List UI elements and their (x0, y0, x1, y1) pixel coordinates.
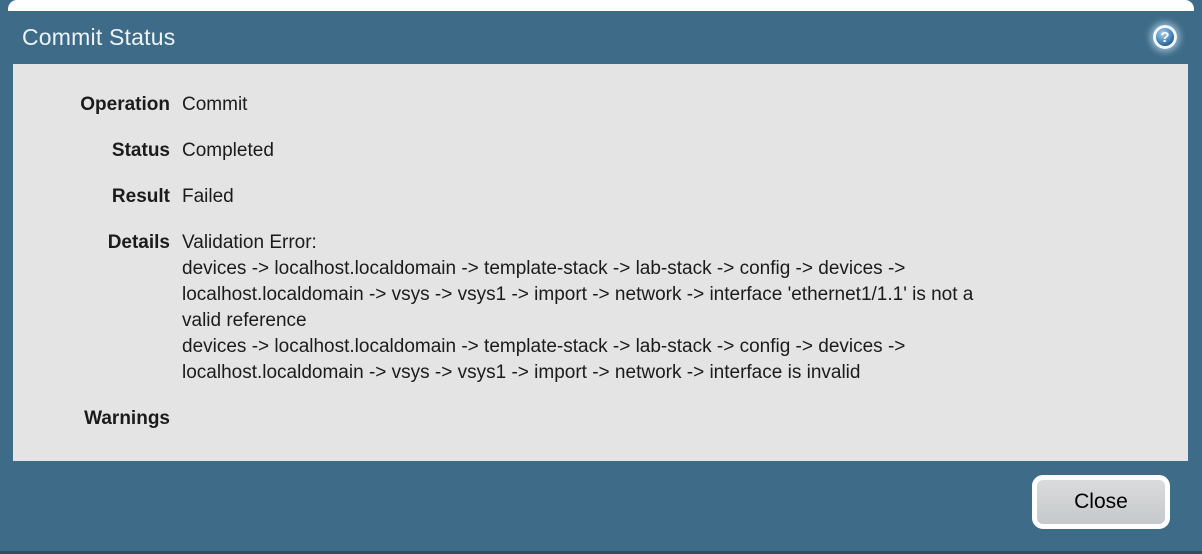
operation-label: Operation (80, 94, 170, 115)
dialog-top-border (8, 0, 1194, 11)
status-label: Status (111, 140, 170, 161)
field-row-result: Result Failed (13, 184, 1188, 210)
field-row-operation: Operation Commit (13, 92, 1188, 118)
question-mark-glyph: ? (1160, 28, 1170, 46)
status-panel: Operation Commit Status Completed Result… (13, 64, 1188, 461)
dialog-footer: Close (0, 458, 1202, 551)
field-row-status: Status Completed (13, 138, 1188, 164)
details-label: Details (107, 232, 170, 253)
dialog-title: Commit Status (22, 24, 176, 50)
close-button[interactable]: Close (1032, 475, 1170, 529)
result-value: Failed (182, 186, 234, 207)
warnings-value (182, 406, 1188, 432)
warnings-label: Warnings (84, 408, 170, 429)
field-row-details: Details Validation Error: devices -> loc… (13, 230, 1188, 386)
field-row-warnings: Warnings (13, 406, 1188, 432)
details-value: Validation Error: devices -> localhost.l… (182, 232, 974, 383)
operation-value: Commit (182, 94, 248, 115)
dialog-titlebar: Commit Status (0, 11, 1202, 64)
help-icon[interactable]: ? (1153, 25, 1177, 49)
result-label: Result (111, 186, 170, 207)
status-value: Completed (182, 140, 274, 161)
